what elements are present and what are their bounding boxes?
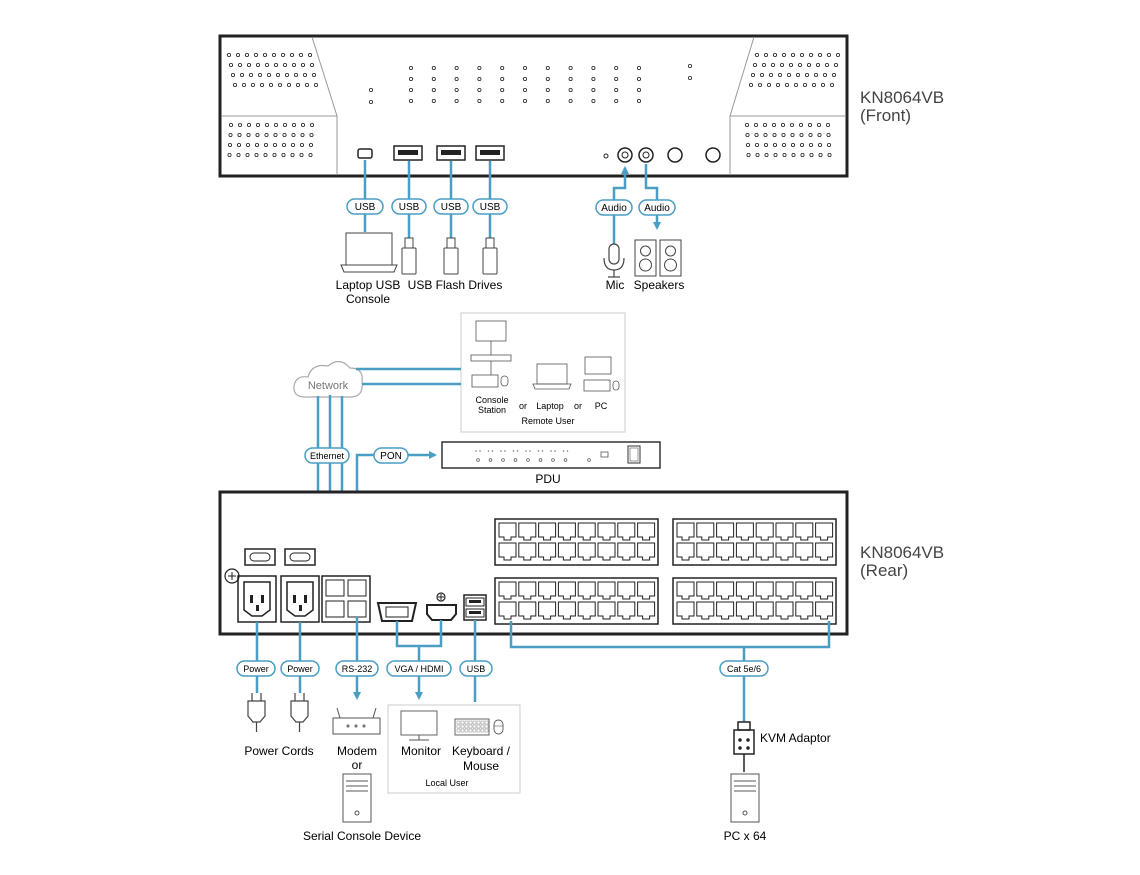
flash-drive-icon-3	[482, 237, 498, 275]
flash-drive-icon-2	[443, 237, 459, 275]
remote-user-label: Remote User	[521, 416, 574, 426]
usb-tag-rear: USB	[459, 660, 493, 677]
mic-jack	[617, 147, 633, 163]
power-switch-1	[244, 548, 276, 566]
kvm-port-banks	[494, 518, 837, 625]
audio-tag-mic: Audio	[595, 199, 633, 216]
svg-text:USB: USB	[480, 202, 501, 213]
front-title-line2: (Front)	[860, 106, 911, 125]
kvm-adaptor-icon	[733, 721, 755, 772]
svg-text:USB: USB	[399, 202, 420, 213]
laptop-console-label-2: Console	[346, 292, 390, 306]
laptop-icon	[340, 232, 398, 273]
rs232-tag: RS-232	[335, 660, 379, 677]
network-cloud-icon: Network	[293, 360, 363, 398]
serial-console-tower-icon	[342, 773, 372, 823]
svg-text:Ethernet: Ethernet	[310, 451, 345, 461]
svg-text:Power: Power	[287, 664, 313, 674]
svg-text:Cat 5e/6: Cat 5e/6	[727, 664, 761, 674]
svg-text:Audio: Audio	[644, 203, 670, 214]
flash-drives-label: USB Flash Drives	[408, 278, 503, 292]
power-plug-icon-2	[290, 693, 309, 732]
console-mouse-icon	[500, 375, 509, 387]
serial-console-label: Serial Console Device	[303, 829, 421, 843]
laptop-console-label-1: Laptop USB	[336, 278, 401, 292]
console-keyboard-icon	[471, 374, 499, 388]
network-label: Network	[308, 380, 349, 392]
svg-text:USB: USB	[467, 664, 486, 674]
front-button-1	[667, 147, 683, 163]
keyboard-mouse-label-1: Keyboard /	[452, 744, 511, 758]
or-label-2: or	[574, 401, 582, 411]
mouse-icon	[493, 719, 504, 735]
cat-tag: Cat 5e/6	[719, 660, 769, 677]
pdu-outlets	[475, 450, 591, 462]
modem-icon	[332, 707, 381, 735]
usb-tag-console: USB	[346, 198, 384, 215]
mic-label: Mic	[606, 278, 625, 292]
usb-tag-2: USB	[433, 198, 469, 215]
power-tag-1: Power	[236, 660, 276, 677]
ethernet-tag: Ethernet	[304, 447, 350, 464]
power-cords-label: Power Cords	[244, 744, 313, 758]
usb-tag-1: USB	[391, 198, 427, 215]
svg-text:RS-232: RS-232	[342, 664, 373, 674]
local-user-label: Local User	[425, 778, 468, 788]
vga-hdmi-tag: VGA / HDMI	[386, 660, 452, 677]
rear-title-line2: (Rear)	[860, 561, 908, 580]
pdu-label: PDU	[535, 472, 560, 486]
monitor-label: Monitor	[401, 744, 441, 758]
flash-drive-icon-1	[401, 237, 417, 275]
power-plug-icon-1	[247, 693, 266, 732]
remote-pc-icon	[584, 356, 612, 375]
pdu-device	[441, 441, 661, 469]
usb-tag-3: USB	[472, 198, 508, 215]
pc-x64-label: PC x 64	[724, 829, 767, 843]
rear-panel	[218, 490, 849, 636]
svg-text:USB: USB	[355, 202, 376, 213]
pc-tower-icon	[730, 773, 760, 823]
svg-text:Power: Power	[243, 664, 269, 674]
power-switch-2	[284, 548, 316, 566]
svg-text:Audio: Audio	[601, 203, 627, 214]
remote-pc-label: PC	[595, 401, 608, 411]
console-station-label-2: Station	[478, 405, 506, 415]
front-title-line1: KN8064VB	[860, 88, 944, 107]
keyboard-icon	[454, 718, 490, 736]
front-vent-holes	[226, 53, 841, 157]
vga-port	[376, 602, 418, 622]
power-tag-2: Power	[280, 660, 320, 677]
usb-port-2	[436, 145, 466, 161]
lan-port-block	[321, 575, 371, 623]
svg-text:USB: USB	[441, 202, 462, 213]
remote-user-box: Console Station or Laptop or PC Remote U…	[460, 312, 626, 433]
micro-usb-port	[357, 148, 373, 159]
modem-or-label: or	[352, 758, 363, 772]
speaker-jack	[638, 147, 654, 163]
svg-text:PON: PON	[380, 451, 402, 462]
or-label-1: or	[519, 401, 527, 411]
front-panel	[218, 34, 849, 178]
keyboard-mouse-label-2: Mouse	[463, 759, 499, 773]
led-indicator	[603, 153, 609, 159]
svg-text:VGA / HDMI: VGA / HDMI	[394, 664, 443, 674]
console-station-label-1: Console	[475, 395, 508, 405]
usb-port-3	[475, 145, 505, 161]
kvm-adaptor-label: KVM Adaptor	[760, 731, 831, 745]
audio-tag-speakers: Audio	[638, 199, 676, 216]
speakers-icon	[634, 239, 682, 277]
front-button-2	[705, 147, 721, 163]
speakers-label: Speakers	[634, 278, 685, 292]
mic-icon	[603, 243, 625, 278]
modem-label: Modem	[337, 744, 377, 758]
usb-port-1	[393, 145, 423, 161]
pon-tag: PON	[373, 447, 409, 464]
local-user-box: Monitor Keyboard / Mouse Local User	[387, 704, 521, 794]
rear-title-line1: KN8064VB	[860, 543, 944, 562]
hdmi-port	[426, 604, 457, 621]
remote-laptop-label: Laptop	[536, 401, 564, 411]
